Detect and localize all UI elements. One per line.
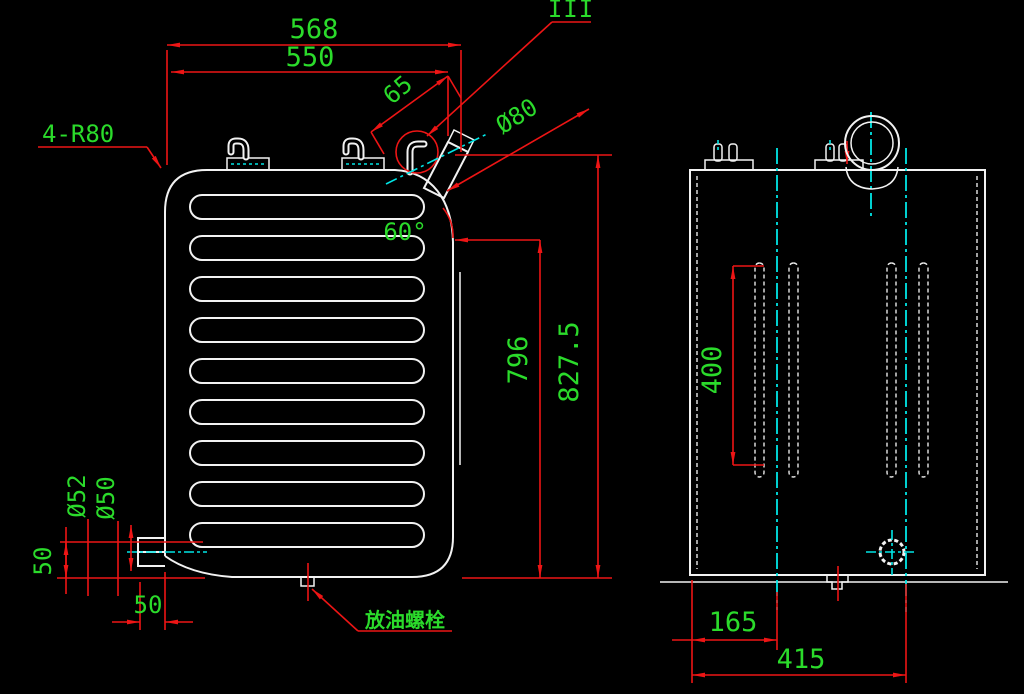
side-drain-stub (826, 575, 849, 590)
dim-text-d50: Ø50 (92, 476, 120, 519)
dim-text-65: 65 (378, 70, 418, 110)
hook-fitting-right (341, 137, 385, 170)
dim-height-overall: 827.5 (455, 154, 612, 579)
detail-circle (395, 130, 439, 174)
drain-bolt-note: 放油螺栓 (300, 563, 452, 632)
front-view: 568 550 4-R80 65 Ø80 III (29, 0, 612, 632)
dim-text-796: 796 (503, 336, 534, 385)
corner-radius-note: 4-R80 (38, 120, 162, 169)
bottom-bolt (866, 530, 916, 575)
dim-drain-boss: Ø52 Ø50 50 50 (29, 474, 205, 630)
side-view: 400 165 415 (660, 112, 1008, 683)
filler-neck (385, 128, 488, 200)
hidden-slots (754, 262, 929, 478)
rib-slot (189, 358, 425, 384)
filler-cap (844, 115, 900, 190)
dim-height-body: 796 (503, 240, 543, 578)
side-hook-fitting-left (704, 140, 754, 170)
dim-text-50v: 50 (29, 547, 57, 576)
tank-outline (164, 169, 454, 578)
rib-slot (189, 440, 425, 466)
dim-width-outer: 568 (166, 14, 462, 165)
rib-slot (189, 522, 425, 548)
dim-text-568: 568 (290, 14, 339, 45)
detail-marker: III (426, 0, 594, 137)
dim-text-50h: 50 (134, 591, 163, 619)
dim-slot-length: 400 (697, 265, 764, 466)
rib-slot (189, 276, 425, 302)
detail-marker-text: III (548, 0, 594, 23)
dim-text-415: 415 (777, 644, 826, 675)
dim-text-165: 165 (709, 607, 758, 638)
drain-note-text: 放油螺栓 (364, 608, 445, 632)
dim-text-d52: Ø52 (63, 474, 91, 517)
corner-note-text: 4-R80 (42, 120, 114, 148)
dim-text-550: 550 (286, 42, 335, 73)
rib-slots (189, 194, 425, 548)
rib-slot (189, 194, 425, 220)
dim-text-60deg: 60° (383, 218, 426, 246)
rib-slot (189, 399, 425, 425)
dim-text-827: 827.5 (554, 321, 585, 402)
dim-neck-angle: 60° (383, 207, 540, 246)
dim-neck-dia: Ø80 (446, 93, 590, 192)
rib-slot (189, 317, 425, 343)
rib-slot (189, 481, 425, 507)
side-outline (689, 169, 986, 576)
dim-port-offset: 165 415 (672, 580, 907, 683)
dim-text-400: 400 (697, 346, 728, 395)
hook-fitting-left (226, 137, 270, 170)
dim-text-d80: Ø80 (491, 93, 543, 140)
rib-slot (189, 235, 425, 261)
